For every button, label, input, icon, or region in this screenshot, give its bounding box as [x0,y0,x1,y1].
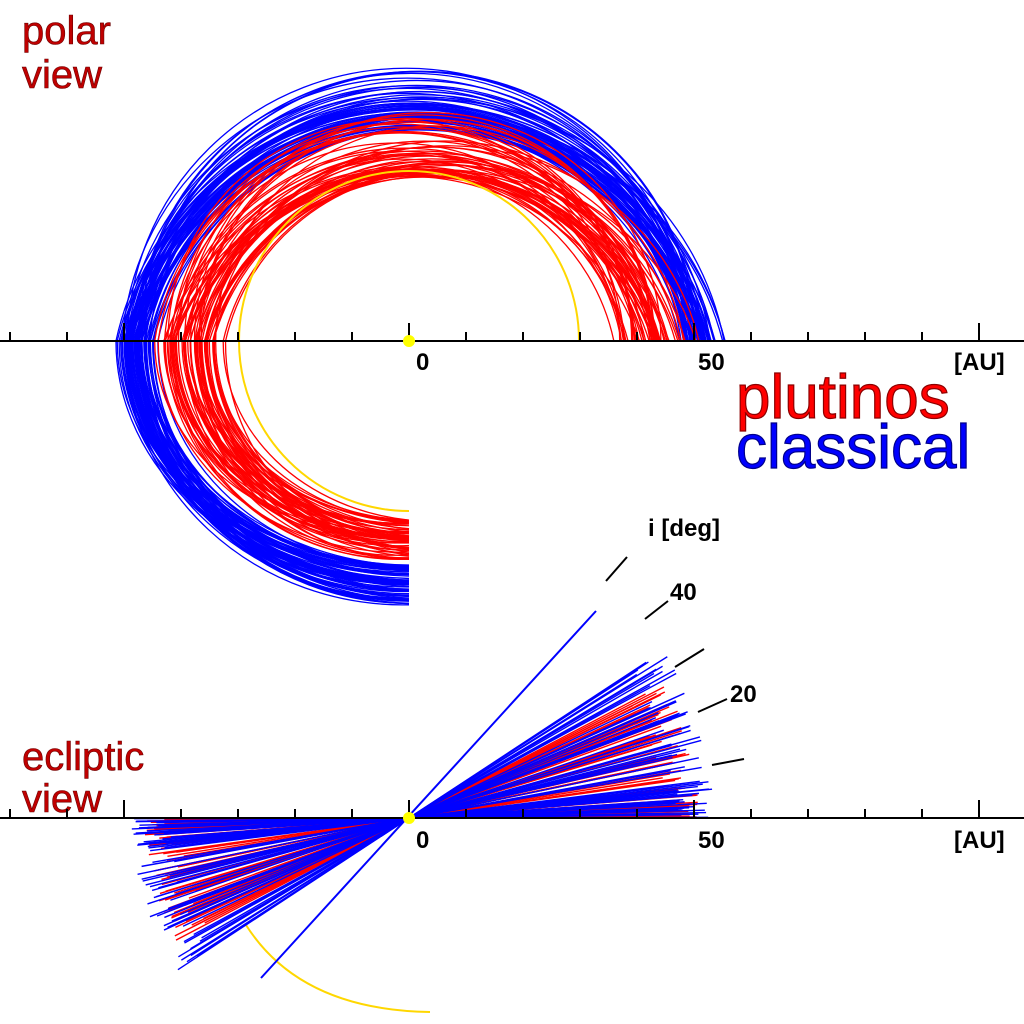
legend-classical: classical [736,413,970,482]
polar-tick-0: 0 [416,349,429,376]
plutino-orbit-polar [173,169,661,538]
inclination-tick-30deg [674,648,705,668]
classical-orbit-polar [125,104,715,567]
plutino-orbit-polar [181,155,676,535]
plutino-orbit-polar [204,158,659,530]
plutino-orbit-polar [206,161,686,549]
legend-plutinos: plutinos [736,363,950,432]
inclination-label-40: 40 [670,579,697,606]
polar-view-panel: polar view 0 50 [AU] [0,9,1024,606]
classical-orbit-polar [137,72,685,602]
plutino-orbit-polar [169,142,623,559]
ecliptic-axis [0,800,1024,819]
classical-orbit-polar [144,71,696,588]
ecliptic-title-line2: view [22,777,102,821]
inclination-tick-10deg [711,758,745,766]
classical-orbit-ecliptic [201,670,663,939]
neptune-orbit-arc [238,170,580,512]
classical-orbit-polar [145,121,685,596]
classical-orbits-ecliptic [131,656,713,971]
plutino-orbit-polar [199,152,665,550]
classical-orbit-polar [124,125,705,606]
classical-orbit-ecliptic [193,672,677,936]
polar-axis-unit: [AU] [954,349,1005,376]
plutino-orbit-polar [205,172,658,538]
neptune-orbit-arc [245,924,431,1013]
classical-orbit-polar [127,100,686,581]
ecliptic-tick-50: 50 [698,827,725,854]
plutino-orbit-polar [222,169,658,521]
inclination-label-20: 20 [730,681,757,708]
plutino-orbit-polar [184,171,629,537]
inclination-tick-40deg [644,600,669,620]
inclination-scale-title: i [deg] [648,515,720,542]
plutino-orbit-polar [170,147,640,542]
neptune-orbit-ecliptic [245,924,431,1013]
legend: plutinos classical [735,362,970,482]
polar-title-line1: polar [22,9,111,53]
inclination-scale: i [deg] 40 20 [605,515,757,766]
polar-title-line2: view [22,53,102,97]
classical-orbit-polar [121,105,707,571]
polar-tick-50: 50 [698,349,725,376]
classical-orbit-polar [144,70,696,567]
polar-axis [0,323,1024,342]
classical-orbit-polar [130,112,711,582]
ecliptic-view-panel: ecliptic view 0 50 [AU] i [deg] 40 20 [0,515,1024,1013]
classical-orbit-polar [125,108,696,599]
plutino-orbit-polar [154,130,651,539]
high-inclination-orbit [260,610,597,979]
sun-marker-polar [403,335,415,347]
plutino-orbit-polar [196,154,626,561]
classical-orbit-ecliptic [184,719,660,907]
classical-orbit-polar [144,113,686,605]
inclination-tick-20deg [697,698,728,713]
plutino-orbit-polar [167,119,621,524]
ecliptic-tick-0: 0 [416,827,429,854]
inclination-tick-50deg [605,556,628,582]
classical-orbit-ecliptic [176,744,672,883]
classical-orbit-ecliptic [174,766,685,863]
ecliptic-title-line1: ecliptic [22,735,144,779]
ecliptic-axis-unit: [AU] [954,827,1005,854]
plutino-orbit-polar [215,125,656,537]
sun-marker-ecliptic [403,812,415,824]
neptune-orbit-polar [238,170,580,512]
classical-orbit-polar [131,86,705,605]
classical-orbit-polar [124,87,692,583]
plutino-orbits-polar [154,111,700,561]
